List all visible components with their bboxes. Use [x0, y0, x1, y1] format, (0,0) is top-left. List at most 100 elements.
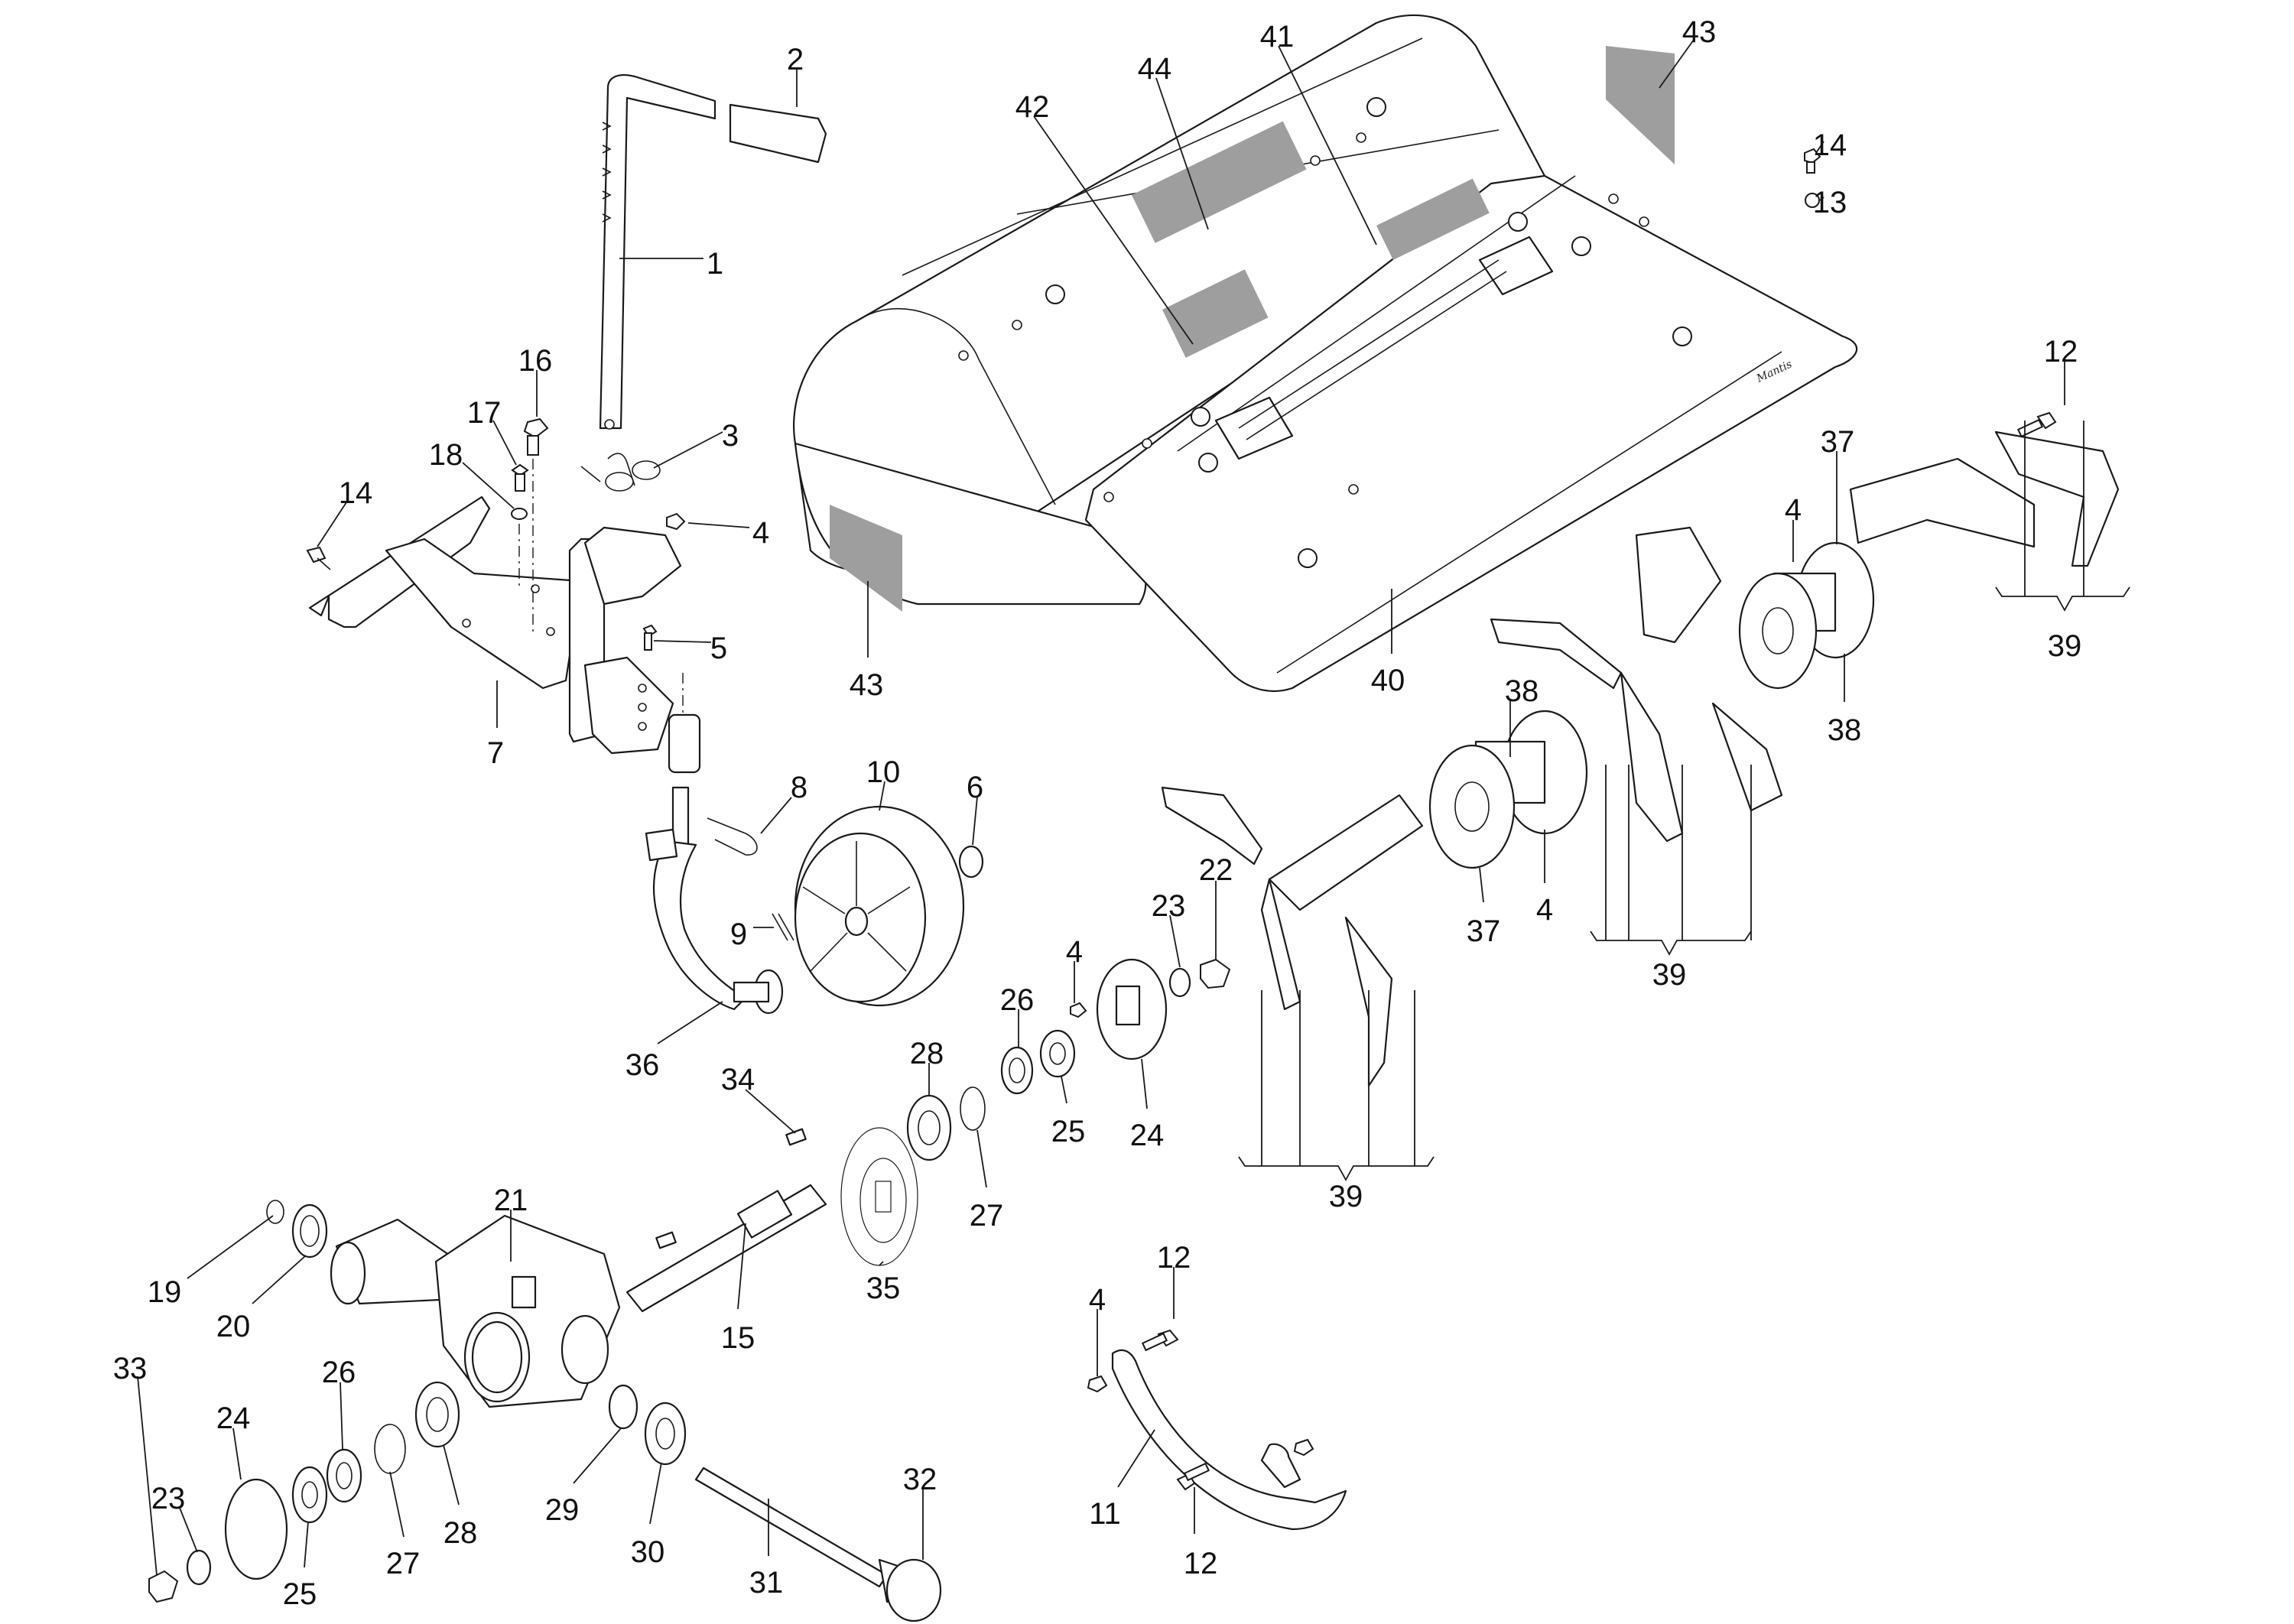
leader-23	[179, 1507, 198, 1553]
callout-14: 14	[1813, 128, 1847, 162]
callout-12: 12	[2044, 335, 2078, 369]
tine-shield: Mantis	[793, 14, 1858, 692]
bevel-gear	[840, 1127, 918, 1266]
callout-32: 32	[903, 1463, 937, 1496]
decal-42	[1162, 269, 1269, 358]
bracket-39	[1995, 586, 2130, 612]
decal-43-left	[830, 505, 902, 612]
callout-12: 12	[1157, 1241, 1191, 1275]
leader-18	[462, 462, 515, 509]
depth-stake	[645, 786, 784, 1015]
leader-41	[1278, 45, 1377, 245]
decal-41	[1376, 178, 1490, 260]
callout-12: 12	[1184, 1547, 1218, 1580]
callout-39: 39	[1329, 1180, 1363, 1213]
leader-42	[1033, 115, 1194, 345]
callout-7: 7	[487, 736, 504, 770]
callout-27: 27	[970, 1199, 1004, 1233]
shaft-keys	[655, 1128, 807, 1249]
leader-43	[1659, 39, 1695, 89]
decal-44	[1132, 121, 1307, 243]
bracket-39	[1590, 931, 1752, 956]
callout-11: 11	[1089, 1497, 1121, 1531]
nut-22	[1200, 958, 1231, 989]
output-shaft	[694, 1466, 908, 1603]
leader-20	[252, 1255, 307, 1304]
nut-4-hub	[1070, 1002, 1087, 1018]
washer-23-upper	[1168, 967, 1191, 998]
callout-9: 9	[730, 918, 747, 951]
decal-43-right	[1606, 46, 1675, 164]
callout-33: 33	[113, 1352, 148, 1385]
leader-3	[653, 431, 723, 469]
circlip-19	[266, 1200, 284, 1224]
leader-15	[737, 1223, 746, 1310]
callout-13: 13	[1813, 186, 1847, 219]
nut-33	[148, 1570, 179, 1603]
mount-bracket	[308, 495, 701, 774]
callout-4: 4	[752, 516, 769, 550]
leader-25	[1061, 1076, 1067, 1104]
callout-27: 27	[386, 1547, 421, 1580]
seal-26-lower	[326, 1448, 362, 1503]
callout-23: 23	[1152, 889, 1186, 923]
callout-24: 24	[216, 1402, 251, 1435]
callout-4: 4	[1785, 493, 1802, 527]
leader-27	[976, 1129, 987, 1188]
leader-29	[573, 1427, 622, 1484]
callout-38: 38	[1505, 674, 1539, 708]
callout-44: 44	[1138, 52, 1172, 86]
callout-23: 23	[151, 1482, 186, 1515]
leader-30	[649, 1462, 662, 1525]
bracket-39	[1238, 1156, 1435, 1181]
callout-42: 42	[1015, 90, 1050, 124]
callout-26: 26	[322, 1356, 356, 1389]
callout-29: 29	[545, 1493, 580, 1527]
lever-grip	[729, 103, 827, 164]
leader-5	[653, 640, 712, 643]
fasteners-top-left	[306, 417, 686, 715]
leader-24	[1141, 1058, 1148, 1109]
flange-37-middle	[1428, 710, 1588, 869]
callout-40: 40	[1371, 664, 1405, 697]
callout-4: 4	[1536, 893, 1553, 927]
callout-2: 2	[787, 43, 804, 76]
leader-23	[1169, 914, 1181, 968]
callout-1: 1	[707, 247, 723, 281]
leader-33	[137, 1376, 158, 1576]
callout-3: 3	[722, 419, 739, 453]
bearing-30	[644, 1402, 687, 1466]
callout-22: 22	[1199, 853, 1233, 887]
bearing-29	[608, 1384, 638, 1430]
callout-37: 37	[1467, 914, 1501, 948]
callout-16: 16	[518, 344, 553, 378]
leader-27	[389, 1471, 405, 1538]
tine-set-right	[1490, 526, 1783, 843]
bearing-20	[291, 1203, 328, 1259]
callout-4: 4	[1089, 1283, 1106, 1317]
circlip-27-lower	[374, 1424, 406, 1474]
depth-lever	[599, 74, 716, 430]
leader-14	[317, 499, 349, 547]
leader-26	[340, 1382, 343, 1450]
callout-18: 18	[429, 438, 463, 472]
hair-pin	[707, 817, 758, 856]
callout-34: 34	[721, 1063, 755, 1096]
leader-4	[687, 522, 750, 528]
leader-17	[492, 420, 517, 466]
leader-6	[972, 796, 978, 846]
callout-10: 10	[866, 755, 901, 789]
callout-labels: 1234567891011121212131414151617181920212…	[113, 15, 2082, 1611]
callout-8: 8	[791, 771, 807, 804]
callout-28: 28	[444, 1516, 478, 1550]
leader-11	[1117, 1429, 1155, 1488]
callout-36: 36	[625, 1048, 660, 1082]
tine-set-middle	[1161, 786, 1424, 1087]
callout-43: 43	[850, 668, 884, 702]
input-shaft	[625, 1184, 827, 1313]
callout-28: 28	[910, 1037, 944, 1070]
callout-35: 35	[866, 1272, 901, 1305]
callout-20: 20	[216, 1310, 251, 1343]
